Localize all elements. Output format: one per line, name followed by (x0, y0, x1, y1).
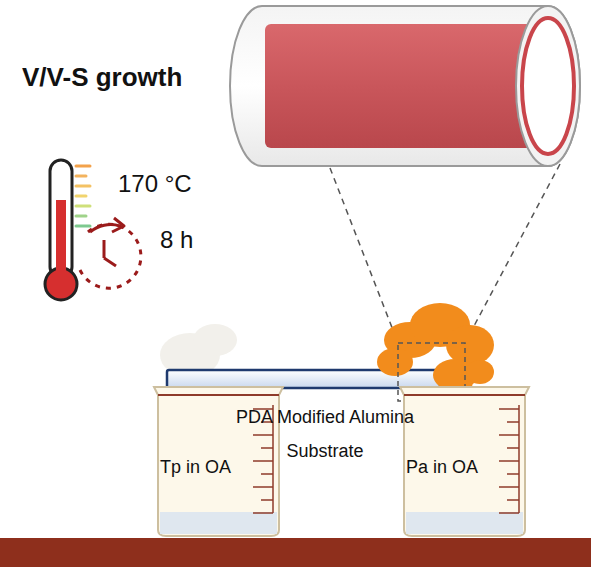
ground (0, 538, 591, 567)
beaker: Pa in OA (398, 385, 531, 538)
clock-arrow (80, 218, 141, 288)
tube (230, 6, 580, 166)
thermometer (45, 160, 90, 300)
label: 8 h (160, 226, 193, 254)
title: V/V-S growth (22, 62, 182, 93)
label: PDA Modified Alumina Substrate (235, 400, 415, 468)
beaker-label: Pa in OA (406, 457, 478, 478)
label: 170 °C (118, 170, 192, 198)
beaker-label: Tp in OA (160, 457, 231, 478)
leader-line (330, 168, 398, 343)
leader-line (465, 164, 560, 343)
